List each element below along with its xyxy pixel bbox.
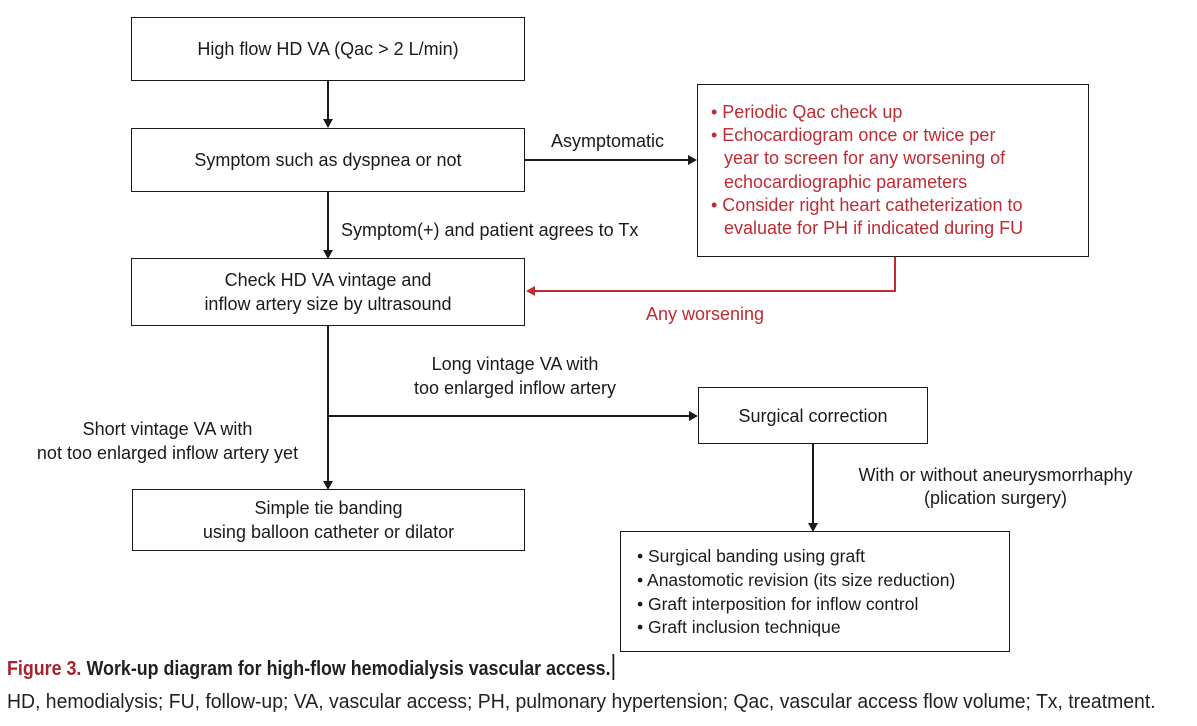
node-simple-tie: Simple tie banding using balloon cathete… xyxy=(132,489,525,551)
arrow-down-icon xyxy=(323,481,333,490)
node-surgical-options: • Surgical banding using graft • Anastom… xyxy=(620,531,1010,652)
edge-label-symptom-tx: Symptom(+) and patient agrees to Tx xyxy=(341,220,639,240)
arrow-left-icon xyxy=(526,286,535,296)
monitoring-bullet-1: • Periodic Qac check up xyxy=(711,102,903,122)
monitoring-bullet-3-cont: evaluate for PH if indicated during FU xyxy=(724,218,1024,239)
edge-label-aneurysmorrhaphy: With or without aneurysmorrhaphy (plicat… xyxy=(828,464,1163,510)
figure-caption-title: Figure 3.Work-up diagram for high-flow h… xyxy=(7,654,615,681)
surgical-option-2: • Anastomotic revision (its size reducti… xyxy=(637,569,956,590)
node-high-flow: High flow HD VA (Qac > 2 L/min) xyxy=(131,17,525,81)
figure-number-label: Figure 3. xyxy=(7,657,82,680)
node-simple-tie-line1: Simple tie banding xyxy=(254,498,403,518)
arrow-worsening-hline xyxy=(534,290,896,292)
edge-label-asymptomatic: Asymptomatic xyxy=(550,131,665,151)
edge-label-long-vintage: Long vintage VA with too enlarged inflow… xyxy=(385,352,645,400)
node-surgical-correction: Surgical correction xyxy=(698,387,928,444)
monitoring-bullet-2-cont: year to screen for any worsening of xyxy=(724,148,1006,169)
surgical-option-4: • Graft inclusion technique xyxy=(637,617,841,638)
arrow-symptom-to-check-line xyxy=(327,192,329,251)
monitoring-bullet-2: • Echocardiogram once or twice per xyxy=(711,125,996,146)
arrow-down-icon xyxy=(323,250,333,259)
node-symptom-label: Symptom such as dyspnea or not xyxy=(194,150,462,170)
edge-label-any-worsening: Any worsening xyxy=(645,304,765,324)
arrow-surgical-to-options-line xyxy=(812,444,814,524)
node-high-flow-label: High flow HD VA (Qac > 2 L/min) xyxy=(197,39,459,59)
figure-caption-abbreviations: HD, hemodialysis; FU, follow-up; VA, vas… xyxy=(7,691,1156,713)
arrow-right-icon xyxy=(689,411,698,421)
arrow-worsening-vline xyxy=(894,257,896,292)
edge-label-short-vintage-line2: not too enlarged inflow artery yet xyxy=(36,443,299,463)
arrow-check-to-simpletie-line xyxy=(327,326,329,482)
node-check-vintage-line1: Check HD VA vintage and xyxy=(224,270,432,290)
arrow-down-icon xyxy=(323,119,333,128)
figure-title: Work-up diagram for high-flow hemodialys… xyxy=(86,657,611,680)
node-surgical-correction-label: Surgical correction xyxy=(738,405,888,426)
node-monitoring: • Periodic Qac check up • Echocardiogram… xyxy=(697,84,1089,257)
edge-label-short-vintage-line1: Short vintage VA with xyxy=(82,419,253,439)
arrow-right-icon xyxy=(688,155,697,165)
text-cursor xyxy=(612,654,615,680)
edge-label-long-vintage-line2: too enlarged inflow artery xyxy=(413,378,617,398)
surgical-option-3: • Graft interposition for inflow control xyxy=(637,593,919,614)
arrow-down-icon xyxy=(808,523,818,532)
arrow-symptom-to-monitoring-line xyxy=(525,159,689,161)
node-check-vintage-line2: inflow artery size by ultrasound xyxy=(204,294,452,314)
edge-label-aneurysmorrhaphy-line2: (plication surgery) xyxy=(923,488,1068,508)
monitoring-bullet-2-cont2: echocardiographic parameters xyxy=(724,171,968,192)
node-symptom: Symptom such as dyspnea or not xyxy=(131,128,525,192)
node-check-vintage: Check HD VA vintage and inflow artery si… xyxy=(131,258,525,326)
edge-label-short-vintage: Short vintage VA with not too enlarged i… xyxy=(15,417,320,465)
monitoring-bullet-3: • Consider right heart catheterization t… xyxy=(711,194,1023,215)
edge-label-aneurysmorrhaphy-line1: With or without aneurysmorrhaphy xyxy=(858,465,1133,485)
surgical-option-1: • Surgical banding using graft xyxy=(637,546,865,566)
edge-label-long-vintage-line1: Long vintage VA with xyxy=(431,354,599,374)
node-simple-tie-line2: using balloon catheter or dilator xyxy=(202,522,455,542)
arrow-branch-to-surgical-line xyxy=(327,415,690,417)
arrow-highflow-to-symptom-line xyxy=(327,81,329,120)
